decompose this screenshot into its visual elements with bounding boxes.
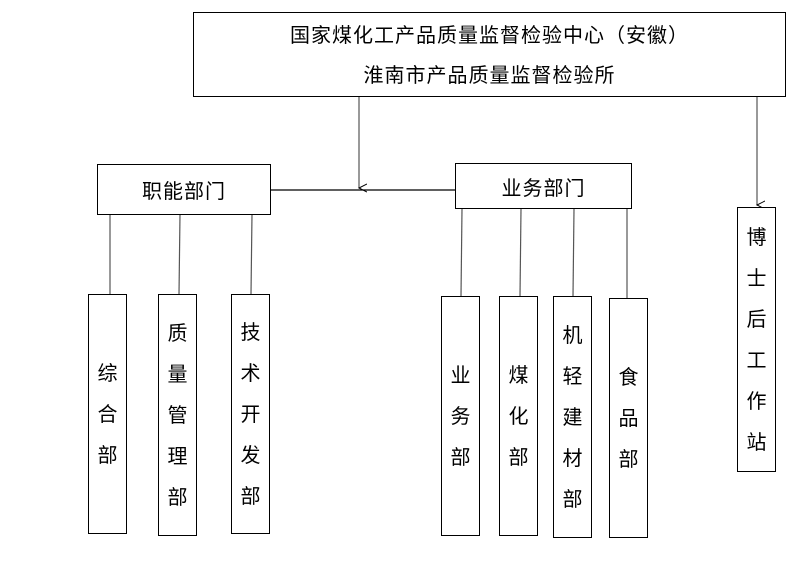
root-title-line2: 淮南市产品质量监督检验所: [363, 62, 616, 87]
dept-label-zhiliang: 质量管理部: [167, 320, 188, 509]
func-to-zhiliang: [178, 213, 181, 295]
dept-box-shipin: 食品部: [609, 298, 648, 538]
dept-label-yewu: 业务部: [450, 362, 471, 469]
dept-label-meihua: 煤化部: [508, 362, 529, 469]
functional-departments-box: 职能部门: [97, 164, 271, 215]
postdoc-station-label: 博士后工作站: [746, 224, 767, 454]
dept-box-jishu: 技术开发部: [231, 294, 270, 534]
func-to-jishu: [250, 213, 253, 295]
dept-label-shipin: 食品部: [618, 364, 639, 471]
dept-label-jiqing: 机轻建材部: [562, 322, 583, 511]
biz-to-yewu: [460, 208, 463, 297]
dept-box-jiqing: 机轻建材部: [553, 296, 592, 538]
dept-box-zhiliang: 质量管理部: [158, 294, 197, 536]
dept-label-jishu: 技术开发部: [240, 319, 261, 508]
dept-box-yewu: 业务部: [441, 296, 480, 536]
dept-box-zonghe: 综合部: [88, 294, 127, 534]
root-organization-box: 国家煤化工产品质量监督检验中心（安徽） 淮南市产品质量监督检验所: [193, 12, 786, 97]
business-departments-label: 业务部门: [501, 175, 586, 200]
dept-box-meihua: 煤化部: [499, 296, 538, 536]
business-departments-box: 业务部门: [455, 163, 632, 209]
postdoc-station-box: 博士后工作站: [737, 207, 776, 472]
root-title-line1: 国家煤化工产品质量监督检验中心（安徽）: [290, 22, 689, 47]
dept-label-zonghe: 综合部: [97, 360, 118, 467]
biz-to-meihua: [519, 208, 522, 297]
biz-to-jiqing: [572, 208, 575, 297]
functional-departments-label: 职能部门: [142, 179, 226, 203]
